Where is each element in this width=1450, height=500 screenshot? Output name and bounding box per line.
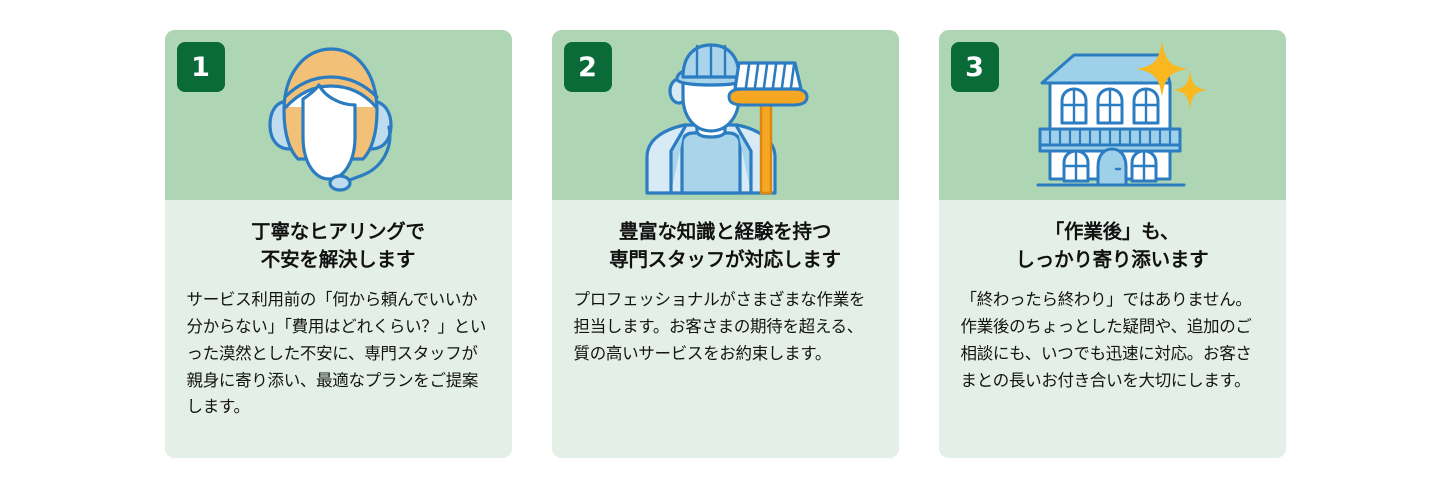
card-title-1-line-1: 丁寧なヒアリングで — [251, 220, 425, 243]
card-body-1: 丁寧なヒアリングで 不安を解決します サービス利用前の「何から頼んでいいか分から… — [164, 200, 512, 458]
card-title-2-line-1: 豊富な知識と経験を持つ — [618, 220, 832, 243]
step-badge-3: 3 — [950, 42, 999, 92]
card-body-2: 豊富な知識と経験を持つ 専門スタッフが対応します プロフェッショナルがさまざまな… — [551, 200, 899, 458]
feature-card-1[interactable]: 1 — [164, 30, 512, 458]
step-badge-1: 1 — [176, 42, 225, 92]
step-badge-2: 2 — [563, 42, 612, 92]
sparkling-house-icon — [939, 30, 1286, 200]
card-title-3-line-2: しっかり寄り添います — [1015, 247, 1209, 271]
card-body-3: 「作業後」も、 しっかり寄り添います 「終わったら終わり」ではありません。作業後… — [938, 200, 1286, 458]
headset-operator-icon — [165, 30, 512, 200]
feature-card-3[interactable]: 3 — [938, 30, 1286, 458]
card-title-3-line-1: 「作業後」も、 — [1044, 220, 1180, 243]
card-text-2: プロフェッショナルがさまざまな作業を担当します。お客さまの期待を超える、質の高い… — [573, 290, 866, 363]
card-title-1-line-2: 不安を解決します — [260, 247, 416, 271]
card-title-3: 「作業後」も、 しっかり寄り添います — [961, 218, 1264, 273]
card-text-1: サービス利用前の「何から頼んでいいか分からない」「費用はどれくらい？」といった漠… — [186, 290, 487, 417]
card-title-2: 豊富な知識と経験を持つ 専門スタッフが対応します — [574, 218, 877, 273]
card-title-2-line-2: 専門スタッフが対応します — [609, 247, 841, 271]
card-visual-1: 1 — [164, 30, 512, 200]
card-visual-3: 3 — [938, 30, 1286, 200]
card-text-3: 「終わったら終わり」ではありません。作業後のちょっとした疑問や、追加のご相談にも… — [960, 290, 1252, 390]
card-visual-2: 2 — [551, 30, 899, 200]
worker-with-broom-icon — [552, 30, 899, 200]
feature-card-2[interactable]: 2 — [551, 30, 899, 458]
card-title-1: 丁寧なヒアリングで 不安を解決します — [187, 218, 490, 273]
